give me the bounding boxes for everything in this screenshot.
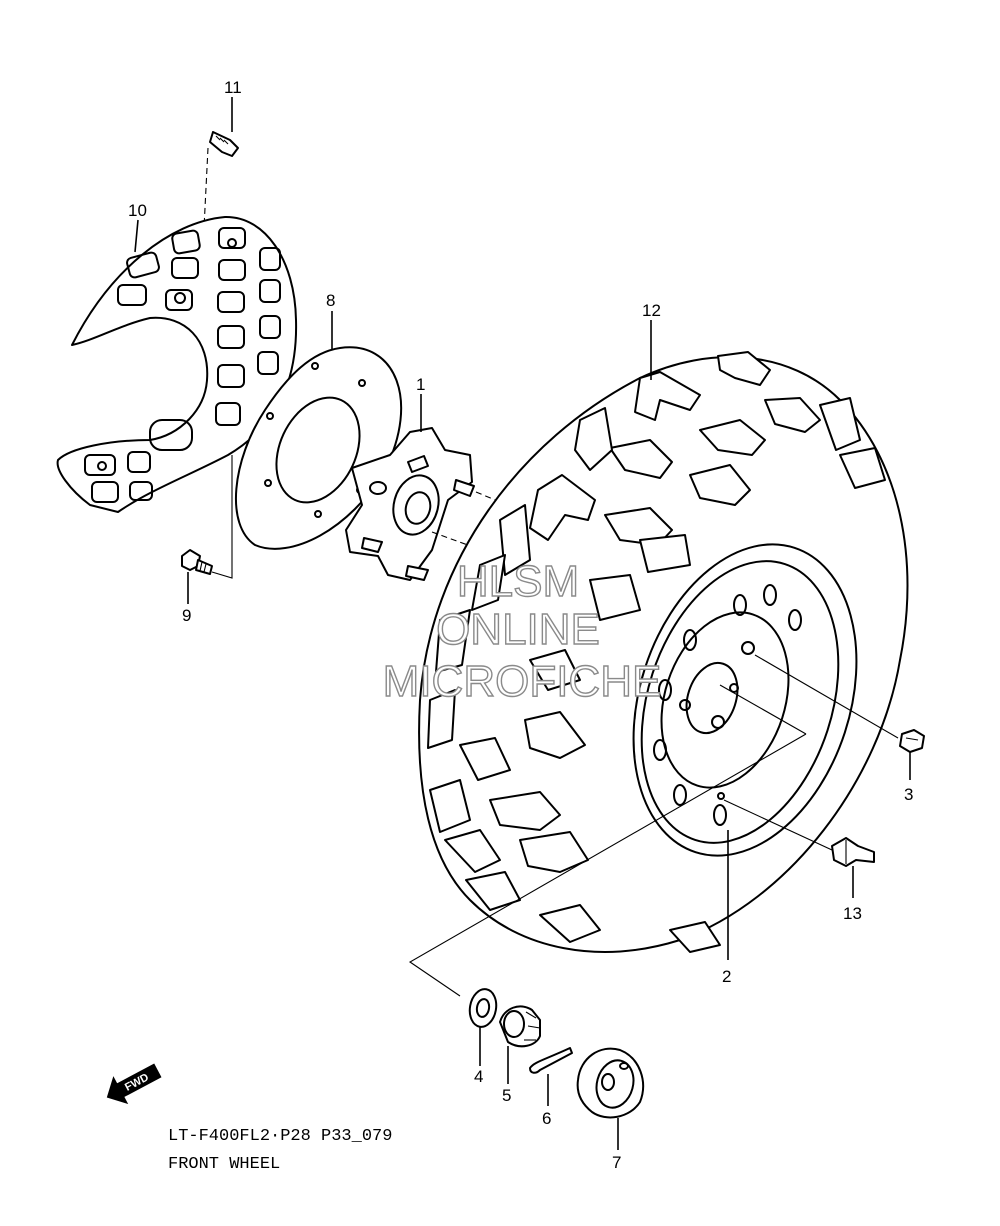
assembly-line-3b bbox=[719, 684, 807, 735]
assembly-line-axle bbox=[408, 733, 807, 997]
assembly-line-1b bbox=[431, 531, 477, 549]
watermark-line-2: ONLINE bbox=[436, 605, 600, 654]
diagram-code: LT-F400FL2·P28 P33_079 bbox=[168, 1127, 392, 1146]
part-13-valve bbox=[831, 837, 875, 867]
callout-10: 10 bbox=[128, 201, 147, 220]
assembly-line-13 bbox=[723, 799, 833, 851]
callout-1: 1 bbox=[416, 375, 425, 394]
callout-3: 3 bbox=[904, 785, 913, 804]
callout-2: 2 bbox=[722, 967, 731, 986]
watermark: HLSM ONLINE MICROFICHE bbox=[382, 556, 662, 706]
callout-5: 5 bbox=[502, 1086, 511, 1105]
part-3-wheel-nut bbox=[899, 729, 925, 753]
watermark-line-1: HLSM bbox=[457, 557, 579, 606]
diagram-title: FRONT WHEEL bbox=[168, 1155, 280, 1174]
assembly-line-3 bbox=[754, 654, 899, 739]
callout-6: 6 bbox=[542, 1109, 551, 1128]
part-4-washer bbox=[468, 988, 498, 1028]
fwd-arrow-label: FWD bbox=[123, 1071, 151, 1093]
part-6-cotter-pin bbox=[529, 1047, 573, 1074]
callout-13: 13 bbox=[843, 904, 862, 923]
part-5-castle-nut bbox=[499, 1005, 541, 1048]
part-9-bolt bbox=[181, 549, 213, 575]
callout-9: 9 bbox=[182, 606, 191, 625]
part-1-hub bbox=[345, 427, 475, 581]
assembly-line-9 bbox=[211, 455, 233, 579]
assembly-line-1a bbox=[475, 491, 506, 505]
callout-11: 11 bbox=[224, 78, 242, 97]
part-11-screw bbox=[209, 131, 239, 157]
fwd-arrow-icon: FWD bbox=[106, 1063, 162, 1105]
part-7-hub-cap bbox=[576, 1047, 645, 1119]
part-12-tire bbox=[418, 351, 909, 953]
callout-4: 4 bbox=[474, 1067, 483, 1086]
callout-7: 7 bbox=[612, 1153, 621, 1172]
watermark-line-3: MICROFICHE bbox=[383, 657, 662, 706]
callout-12: 12 bbox=[642, 301, 661, 320]
leader-10 bbox=[134, 219, 139, 253]
part-10-disc-guard bbox=[56, 215, 298, 513]
callout-8: 8 bbox=[326, 291, 335, 310]
